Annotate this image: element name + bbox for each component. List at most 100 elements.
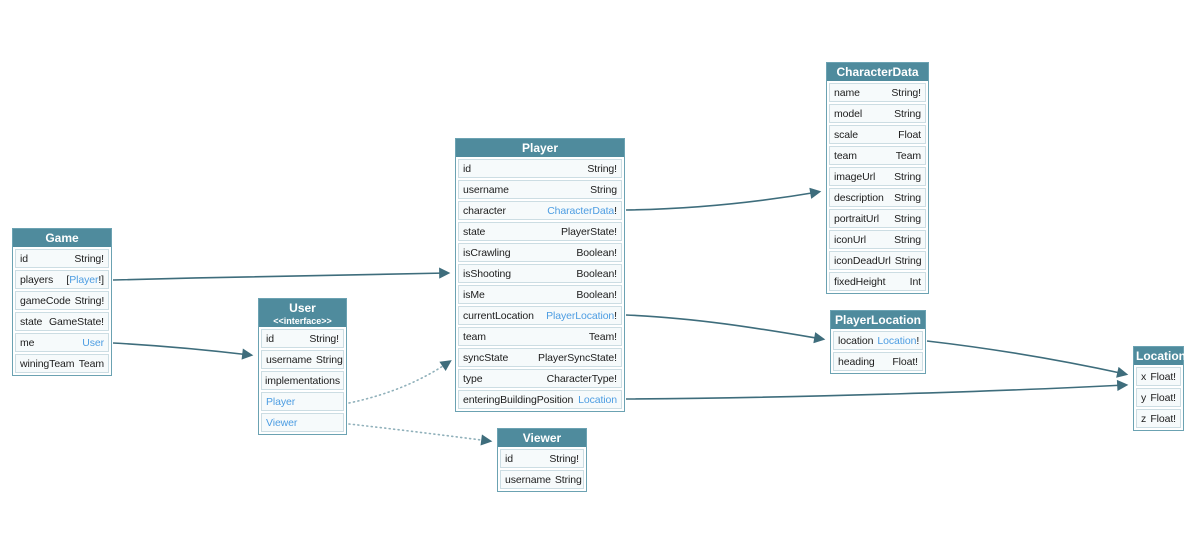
field-name: scale xyxy=(834,128,859,141)
type-name: String xyxy=(894,254,922,267)
type-name: String! xyxy=(587,162,617,175)
entity-header: User<<interface>> xyxy=(259,299,346,327)
field-name: winingTeam xyxy=(20,357,75,370)
field-name: isMe xyxy=(463,288,485,301)
table-row: implementations xyxy=(261,371,344,390)
type-name: String xyxy=(315,353,343,366)
entity-header: CharacterData xyxy=(827,63,928,81)
type-name: String xyxy=(590,183,617,196)
type-link[interactable]: User xyxy=(82,336,104,349)
type-name: String xyxy=(894,233,921,246)
field-type: String! xyxy=(309,333,339,345)
type-name: Int xyxy=(909,275,921,288)
field-type: Float! xyxy=(892,356,918,368)
edge-game-me-to-user xyxy=(112,342,254,360)
field-name: gameCode xyxy=(20,294,71,307)
type-link[interactable]: Player xyxy=(69,273,99,286)
implementation-link[interactable]: Player xyxy=(266,395,296,408)
entity-title: PlayerLocation xyxy=(834,313,922,327)
field-name: syncState xyxy=(463,351,509,364)
edge-user-viewer-impl-to-viewer xyxy=(348,423,493,446)
field-type: String xyxy=(894,108,921,120)
field-type: Team xyxy=(79,358,104,370)
edge-player-character-to-characterdata xyxy=(625,187,822,211)
field-name: enteringBuildingPosition xyxy=(463,393,574,406)
entity-title: Location xyxy=(1136,349,1186,363)
field-name: imageUrl xyxy=(834,170,876,183)
field-type: [Player!] xyxy=(66,274,104,286)
field-type: String xyxy=(555,474,582,486)
edge-player-currentlocation-to-playerlocation xyxy=(625,314,826,344)
field-type: Float xyxy=(898,129,921,141)
table-row: players[Player!] xyxy=(15,270,109,289)
field-type: Int xyxy=(910,276,921,288)
type-link[interactable]: CharacterData xyxy=(547,204,615,217)
field-name: username xyxy=(266,353,312,366)
field-name: isCrawling xyxy=(463,246,511,259)
field-type: Team xyxy=(896,150,921,162)
field-name: state xyxy=(463,225,486,238)
field-type: Location xyxy=(578,394,617,406)
entity-header: Location xyxy=(1134,347,1186,365)
type-link[interactable]: Location xyxy=(877,334,917,347)
entity-header: PlayerLocation xyxy=(831,311,925,329)
field-type: PlayerLocation! xyxy=(546,310,617,322)
field-type: PlayerSyncState! xyxy=(538,352,617,364)
field-name: username xyxy=(463,183,509,196)
field-name: iconDeadUrl xyxy=(834,254,891,267)
type-name: String xyxy=(894,107,921,120)
table-row: imageUrl String xyxy=(829,167,926,186)
field-name: id xyxy=(266,332,274,345)
field-name: z xyxy=(1141,412,1147,425)
type-name: String xyxy=(554,473,582,486)
type-link[interactable]: PlayerLocation xyxy=(546,309,615,322)
type-name: String xyxy=(894,170,921,183)
type-suffix: ! xyxy=(614,204,617,217)
table-row: syncState PlayerSyncState! xyxy=(458,348,622,367)
type-name: Float xyxy=(898,128,921,141)
field-name: isShooting xyxy=(463,267,512,280)
field-type: CharacterData! xyxy=(547,205,617,217)
field-type: String xyxy=(895,255,922,267)
type-name: Team xyxy=(895,149,921,162)
type-link[interactable]: Location xyxy=(578,393,617,406)
table-row: id String! xyxy=(261,329,344,348)
table-row: team Team xyxy=(829,146,926,165)
field-type: String! xyxy=(75,295,105,307)
type-name: Float! xyxy=(1150,391,1176,404)
entity-header: Game xyxy=(13,229,111,247)
edge-player-enteringbuildingposition-to-location xyxy=(625,379,1129,400)
field-name: x xyxy=(1141,370,1147,383)
entity-header: Player xyxy=(456,139,624,157)
implementation-link[interactable]: Viewer xyxy=(266,416,298,429)
field-type: Boolean! xyxy=(576,247,617,259)
field-name: team xyxy=(834,149,857,162)
type-name: String! xyxy=(74,252,104,265)
type-name: PlayerSyncState! xyxy=(538,351,617,364)
field-type: String xyxy=(894,171,921,183)
field-name: name xyxy=(834,86,860,99)
field-name: id xyxy=(505,452,513,465)
type-suffix: !] xyxy=(98,273,104,286)
type-prefix: [ xyxy=(66,273,70,286)
field-type: Float! xyxy=(1150,413,1176,425)
field-type: String xyxy=(894,213,921,225)
